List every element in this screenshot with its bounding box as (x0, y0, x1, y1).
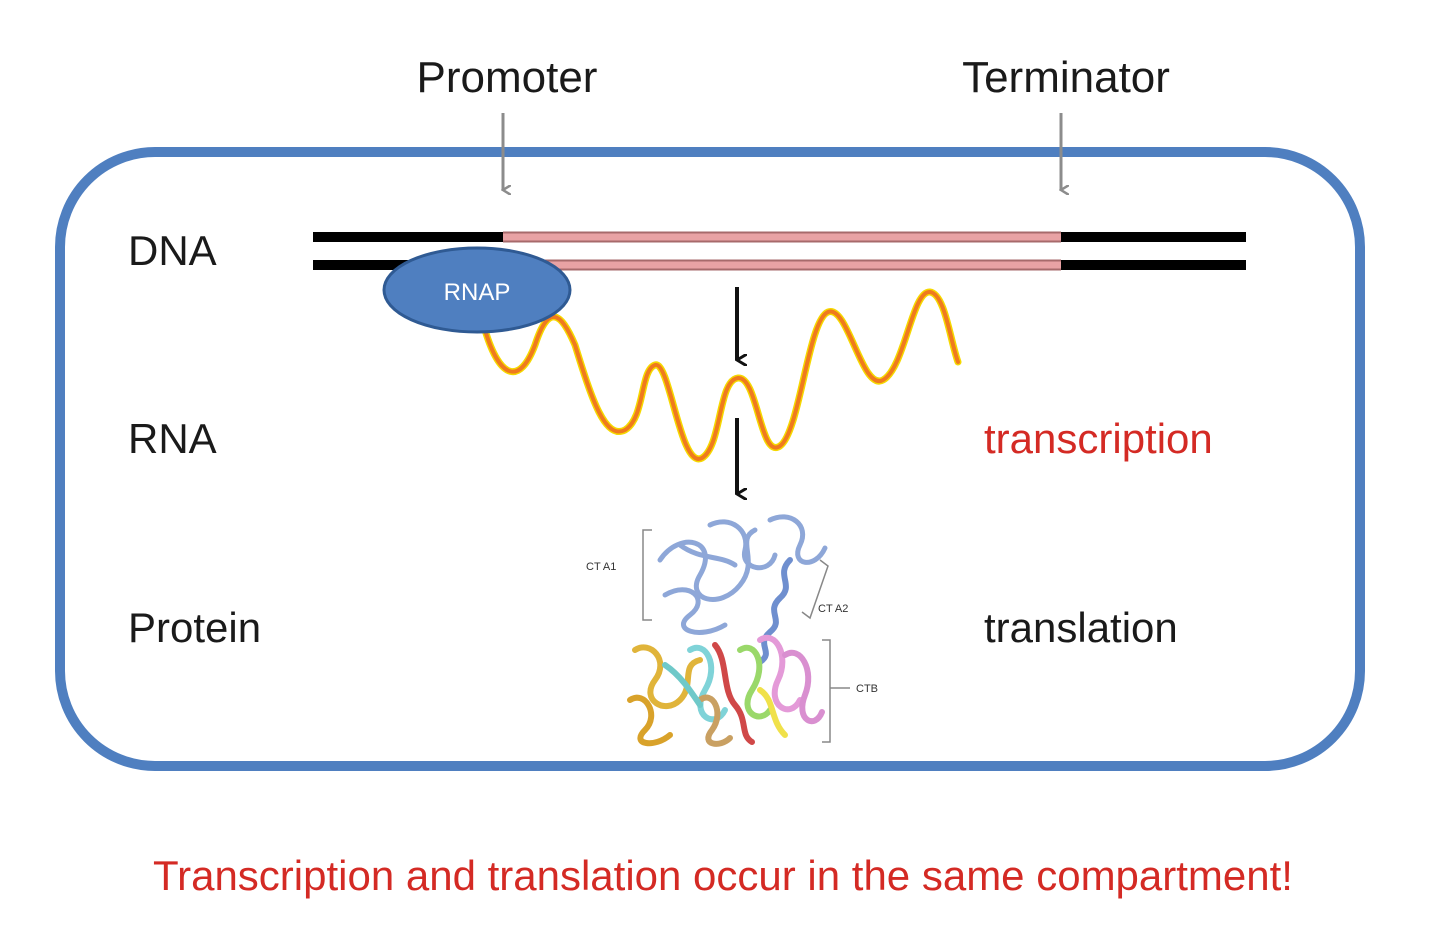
bracket-ct-a1 (642, 529, 652, 621)
bracket-ctb (822, 639, 831, 743)
protein-label: Protein (128, 604, 261, 651)
domain-label-ctb: CTB (856, 683, 878, 695)
dna-label: DNA (128, 227, 217, 274)
translation-label: translation (984, 604, 1178, 651)
rnap-enzyme (382, 246, 572, 334)
domain-label-ct-a2: CT A2 (818, 603, 848, 615)
caption: Transcription and translation occur in t… (153, 852, 1293, 899)
transcription-label: transcription (984, 415, 1213, 462)
rna-label: RNA (128, 415, 217, 462)
promoter-label: Promoter (417, 53, 598, 102)
rnap-label: RNAP (444, 279, 511, 306)
cell-compartment (55, 147, 1365, 771)
bracket-ct-a2 (801, 559, 829, 620)
protein-structure-image: CT A1 CT A2 CTB (586, 514, 878, 747)
domain-label-ct-a1: CT A1 (586, 561, 616, 573)
terminator-label: Terminator (962, 53, 1170, 102)
